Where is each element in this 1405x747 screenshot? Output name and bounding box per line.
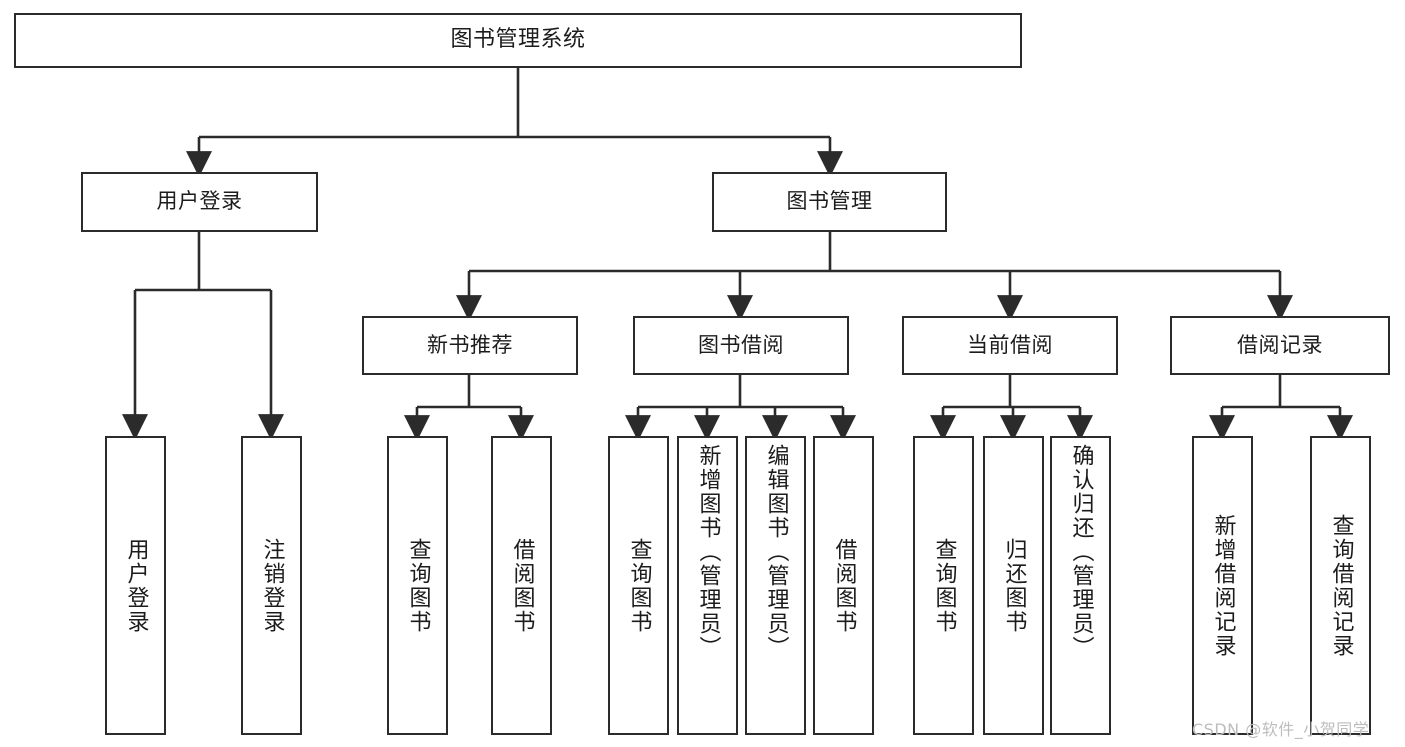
node-new-book-recommend[interactable]: 新书推荐 [362, 316, 578, 375]
leaf-add-borrow-record-label: 新增借阅记录 [1210, 513, 1236, 658]
leaf-return-books-label: 归还图书 [1001, 537, 1027, 634]
leaf-query-books-recommend[interactable]: 查询图书 [387, 436, 448, 735]
leaf-return-books[interactable]: 归还图书 [983, 436, 1044, 735]
leaf-borrow-books-recommend-label: 借阅图书 [509, 537, 535, 634]
leaf-query-books-current[interactable]: 查询图书 [913, 436, 974, 735]
leaf-query-borrow-record[interactable]: 查询借阅记录 [1310, 436, 1371, 735]
leaf-borrow-books-borrow-label: 借阅图书 [831, 537, 857, 634]
leaf-edit-book-admin-label: 编辑图书（管理员） [763, 444, 789, 660]
leaf-add-borrow-record[interactable]: 新增借阅记录 [1192, 436, 1253, 735]
node-borrow-record-label: 借阅记录 [1237, 332, 1323, 357]
watermark: CSDN @软件_小贺同学 [1192, 720, 1370, 739]
node-book-borrow-label: 图书借阅 [698, 332, 784, 357]
leaf-logout-label: 注销登录 [259, 537, 285, 634]
node-root[interactable]: 图书管理系统 [14, 13, 1022, 68]
leaf-query-books-recommend-label: 查询图书 [405, 537, 431, 634]
leaf-borrow-books-borrow[interactable]: 借阅图书 [813, 436, 874, 735]
node-user-login-label: 用户登录 [156, 189, 243, 214]
leaf-confirm-return-admin-label: 确认归还（管理员） [1068, 444, 1094, 660]
node-new-book-recommend-label: 新书推荐 [427, 332, 513, 357]
node-root-label: 图书管理系统 [450, 27, 586, 53]
leaf-user-login-label: 用户登录 [123, 537, 149, 634]
leaf-logout[interactable]: 注销登录 [241, 436, 302, 735]
node-book-management-label: 图书管理 [786, 189, 873, 214]
leaf-user-login[interactable]: 用户登录 [105, 436, 166, 735]
leaf-add-book-admin[interactable]: 新增图书（管理员） [677, 436, 738, 735]
leaf-add-book-admin-label: 新增图书（管理员） [695, 444, 721, 660]
leaf-query-borrow-record-label: 查询借阅记录 [1328, 513, 1354, 658]
node-book-management[interactable]: 图书管理 [712, 172, 947, 232]
node-current-borrow[interactable]: 当前借阅 [902, 316, 1118, 375]
leaf-query-books-current-label: 查询图书 [931, 537, 957, 634]
node-borrow-record[interactable]: 借阅记录 [1170, 316, 1390, 375]
leaf-query-books-borrow[interactable]: 查询图书 [608, 436, 669, 735]
node-current-borrow-label: 当前借阅 [967, 332, 1053, 357]
node-book-borrow[interactable]: 图书借阅 [633, 316, 849, 375]
leaf-borrow-books-recommend[interactable]: 借阅图书 [491, 436, 552, 735]
node-user-login[interactable]: 用户登录 [81, 172, 318, 232]
leaf-query-books-borrow-label: 查询图书 [626, 537, 652, 634]
leaf-edit-book-admin[interactable]: 编辑图书（管理员） [745, 436, 806, 735]
leaf-confirm-return-admin[interactable]: 确认归还（管理员） [1050, 436, 1111, 735]
